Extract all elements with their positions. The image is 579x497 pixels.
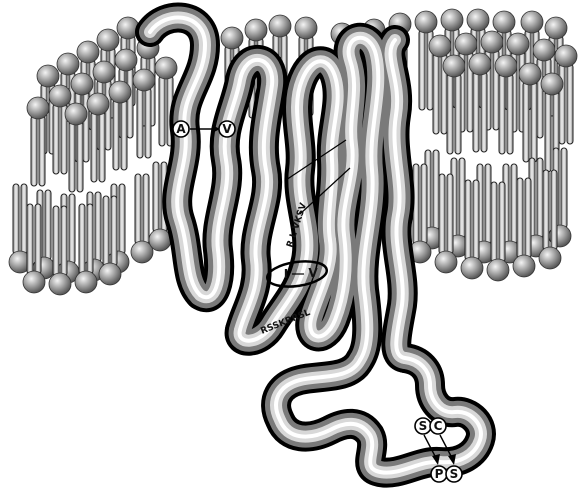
- lipid: [57, 194, 79, 283]
- residue-v-label: V: [222, 122, 232, 136]
- residue-a-label: A: [176, 122, 186, 136]
- lipid: [49, 206, 71, 295]
- mutation-a-to-v: A V: [173, 121, 235, 137]
- lipid: [99, 196, 121, 285]
- residue-p-label: P: [435, 467, 444, 481]
- residue-s2-label: S: [450, 467, 459, 481]
- residue-i-label: I: [284, 267, 288, 281]
- lipid: [131, 174, 153, 263]
- lipid: [107, 184, 129, 273]
- lipid: [75, 204, 97, 293]
- residue-v2-label: V: [308, 266, 318, 280]
- residue-s-label: S: [419, 419, 428, 433]
- residue-c-label: C: [434, 419, 443, 433]
